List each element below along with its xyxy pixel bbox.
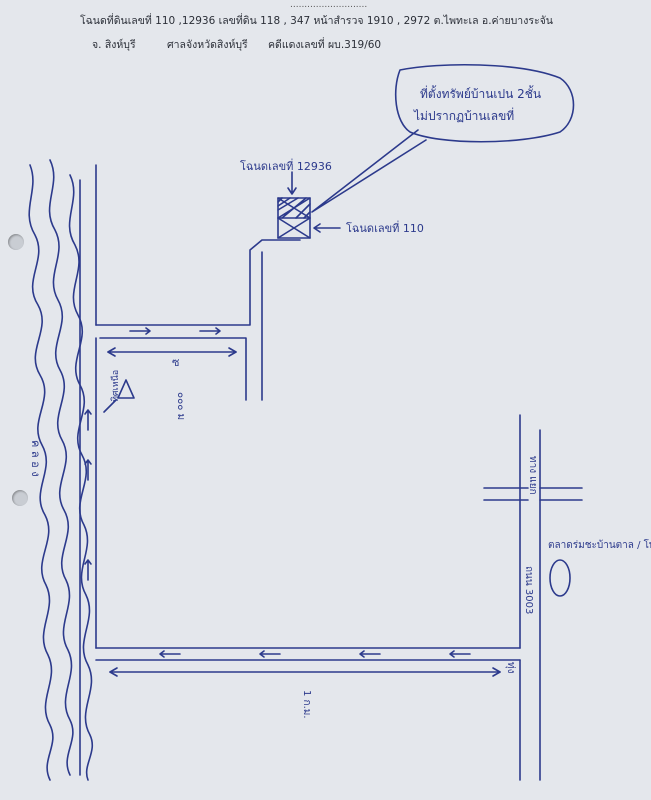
direction-arrow (359, 650, 381, 658)
case-number-text: คดีแดงเลขที่ ผบ.319/60 (268, 39, 382, 51)
road-label: ถนน 3003 (523, 566, 534, 614)
pointer-arrow (287, 171, 297, 195)
north-line (103, 399, 117, 413)
distance-top-unit: ๐๐๐ ม (175, 392, 186, 420)
deed-110-label: โฉนดเลขที่ 110 (346, 220, 424, 235)
direction-arrow (199, 327, 221, 335)
distance-top-number: ซ (172, 356, 180, 369)
river-wave (48, 159, 74, 776)
road-line (99, 337, 247, 401)
direction-arrow (84, 409, 92, 431)
callout-bubble (394, 63, 575, 143)
punch-hole (8, 234, 24, 250)
callout-pointer (311, 129, 427, 213)
north-label: ทิศเหนือ (110, 370, 121, 402)
direction-arrow (449, 650, 471, 658)
field-label: ทุ่ง (505, 662, 516, 674)
callout-text-2: ไม่ปรากฏบ้านเลขที่ (413, 107, 514, 123)
punch-hole (12, 490, 28, 506)
court-text: ศาลจังหวัดสิงห์บุรี (167, 39, 248, 51)
river-label: ค ล อ ง (29, 440, 42, 477)
direction-arrow (159, 650, 181, 658)
direction-arrow (259, 650, 281, 658)
road-line (95, 239, 301, 326)
junction-label: ทาง แยก (527, 456, 538, 495)
header-cut-text: ........................... (290, 0, 368, 10)
river-wave (68, 174, 94, 781)
market-label: ตลาดร่มชะบ้านตาล / โพทะเล (548, 538, 651, 551)
arrow-head (492, 667, 501, 677)
river-wave (28, 164, 54, 781)
deed-12936-label: โฉนดเลขที่ 12936 (240, 158, 332, 173)
direction-arrow (129, 327, 151, 335)
direction-arrow (84, 459, 92, 481)
property-hatch (277, 197, 311, 219)
market-oval (549, 559, 571, 597)
callout-text-1: ที่ตั้งทรัพย์บ้านเปน 2ชั้น (420, 85, 541, 101)
direction-arrow (84, 559, 92, 581)
north-arrow (117, 379, 135, 399)
bottom-distance-label: 1 ก.ม. (301, 690, 312, 719)
province-text: จ. สิงห์บุรี (92, 39, 136, 51)
property-cross (277, 217, 311, 239)
arrow-head (109, 667, 118, 677)
deed-info-line: โฉนดที่ดินเลขที่ 110 ,12936 เลขที่ดิน 11… (80, 15, 553, 27)
arrow-head (107, 347, 116, 357)
pointer-arrow (313, 223, 341, 233)
arrow-head (228, 347, 237, 357)
